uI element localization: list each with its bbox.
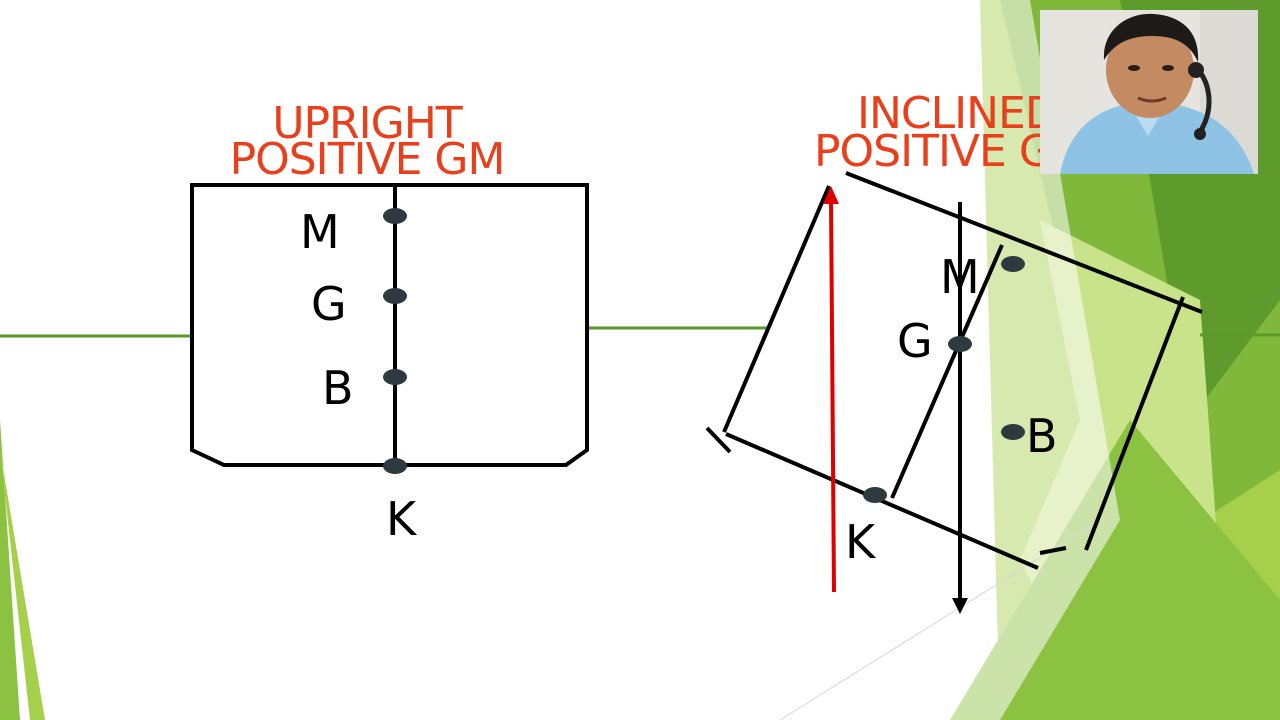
inclined-point-b: [1001, 424, 1025, 440]
upright-point-k: [383, 458, 407, 474]
upright-label-g: G: [311, 277, 347, 331]
upright-vessel-diagram: UPRIGHT POSITIVE GM M G B K: [190, 98, 589, 546]
waterline: [0, 326, 1280, 338]
upright-point-b: [383, 369, 407, 385]
bg-green-strip-left-2: [0, 450, 45, 720]
left-title-line2: POSITIVE GM: [230, 134, 505, 185]
gravity-arrowhead: [952, 598, 968, 614]
inclined-centerline: [890, 244, 1004, 499]
right-title-line1: INCLINED: [857, 88, 1058, 139]
inclined-point-k: [863, 487, 887, 503]
inclined-hull-bilge-right: [1039, 546, 1067, 555]
upright-point-g: [383, 288, 407, 304]
upright-label-b: B: [322, 361, 354, 415]
inclined-hull-deck: [845, 171, 1203, 314]
presenter-webcam: [1040, 10, 1258, 174]
bg-white-wedge: [880, 0, 1120, 720]
inclined-point-g: [948, 336, 972, 352]
inclined-point-m: [1001, 256, 1025, 272]
upright-label-k: K: [386, 492, 418, 546]
inclined-hull-side-left: [722, 185, 831, 433]
buoyancy-arrow-line: [829, 197, 836, 593]
inclined-label-g: G: [897, 314, 933, 368]
inclined-hull-side-right: [1084, 296, 1185, 551]
inclined-label-m: M: [940, 250, 980, 304]
inclined-label-b: B: [1026, 409, 1058, 463]
left-title-line1: UPRIGHT: [272, 98, 462, 149]
presenter-webcam-icon: [1040, 10, 1258, 174]
upright-point-m: [383, 208, 407, 224]
buoyancy-arrowhead: [823, 186, 839, 204]
upright-hull-outline: [190, 183, 589, 467]
inclined-hull-bilge-left: [705, 426, 732, 454]
inclined-label-k: K: [845, 515, 877, 569]
upright-label-m: M: [300, 205, 340, 259]
